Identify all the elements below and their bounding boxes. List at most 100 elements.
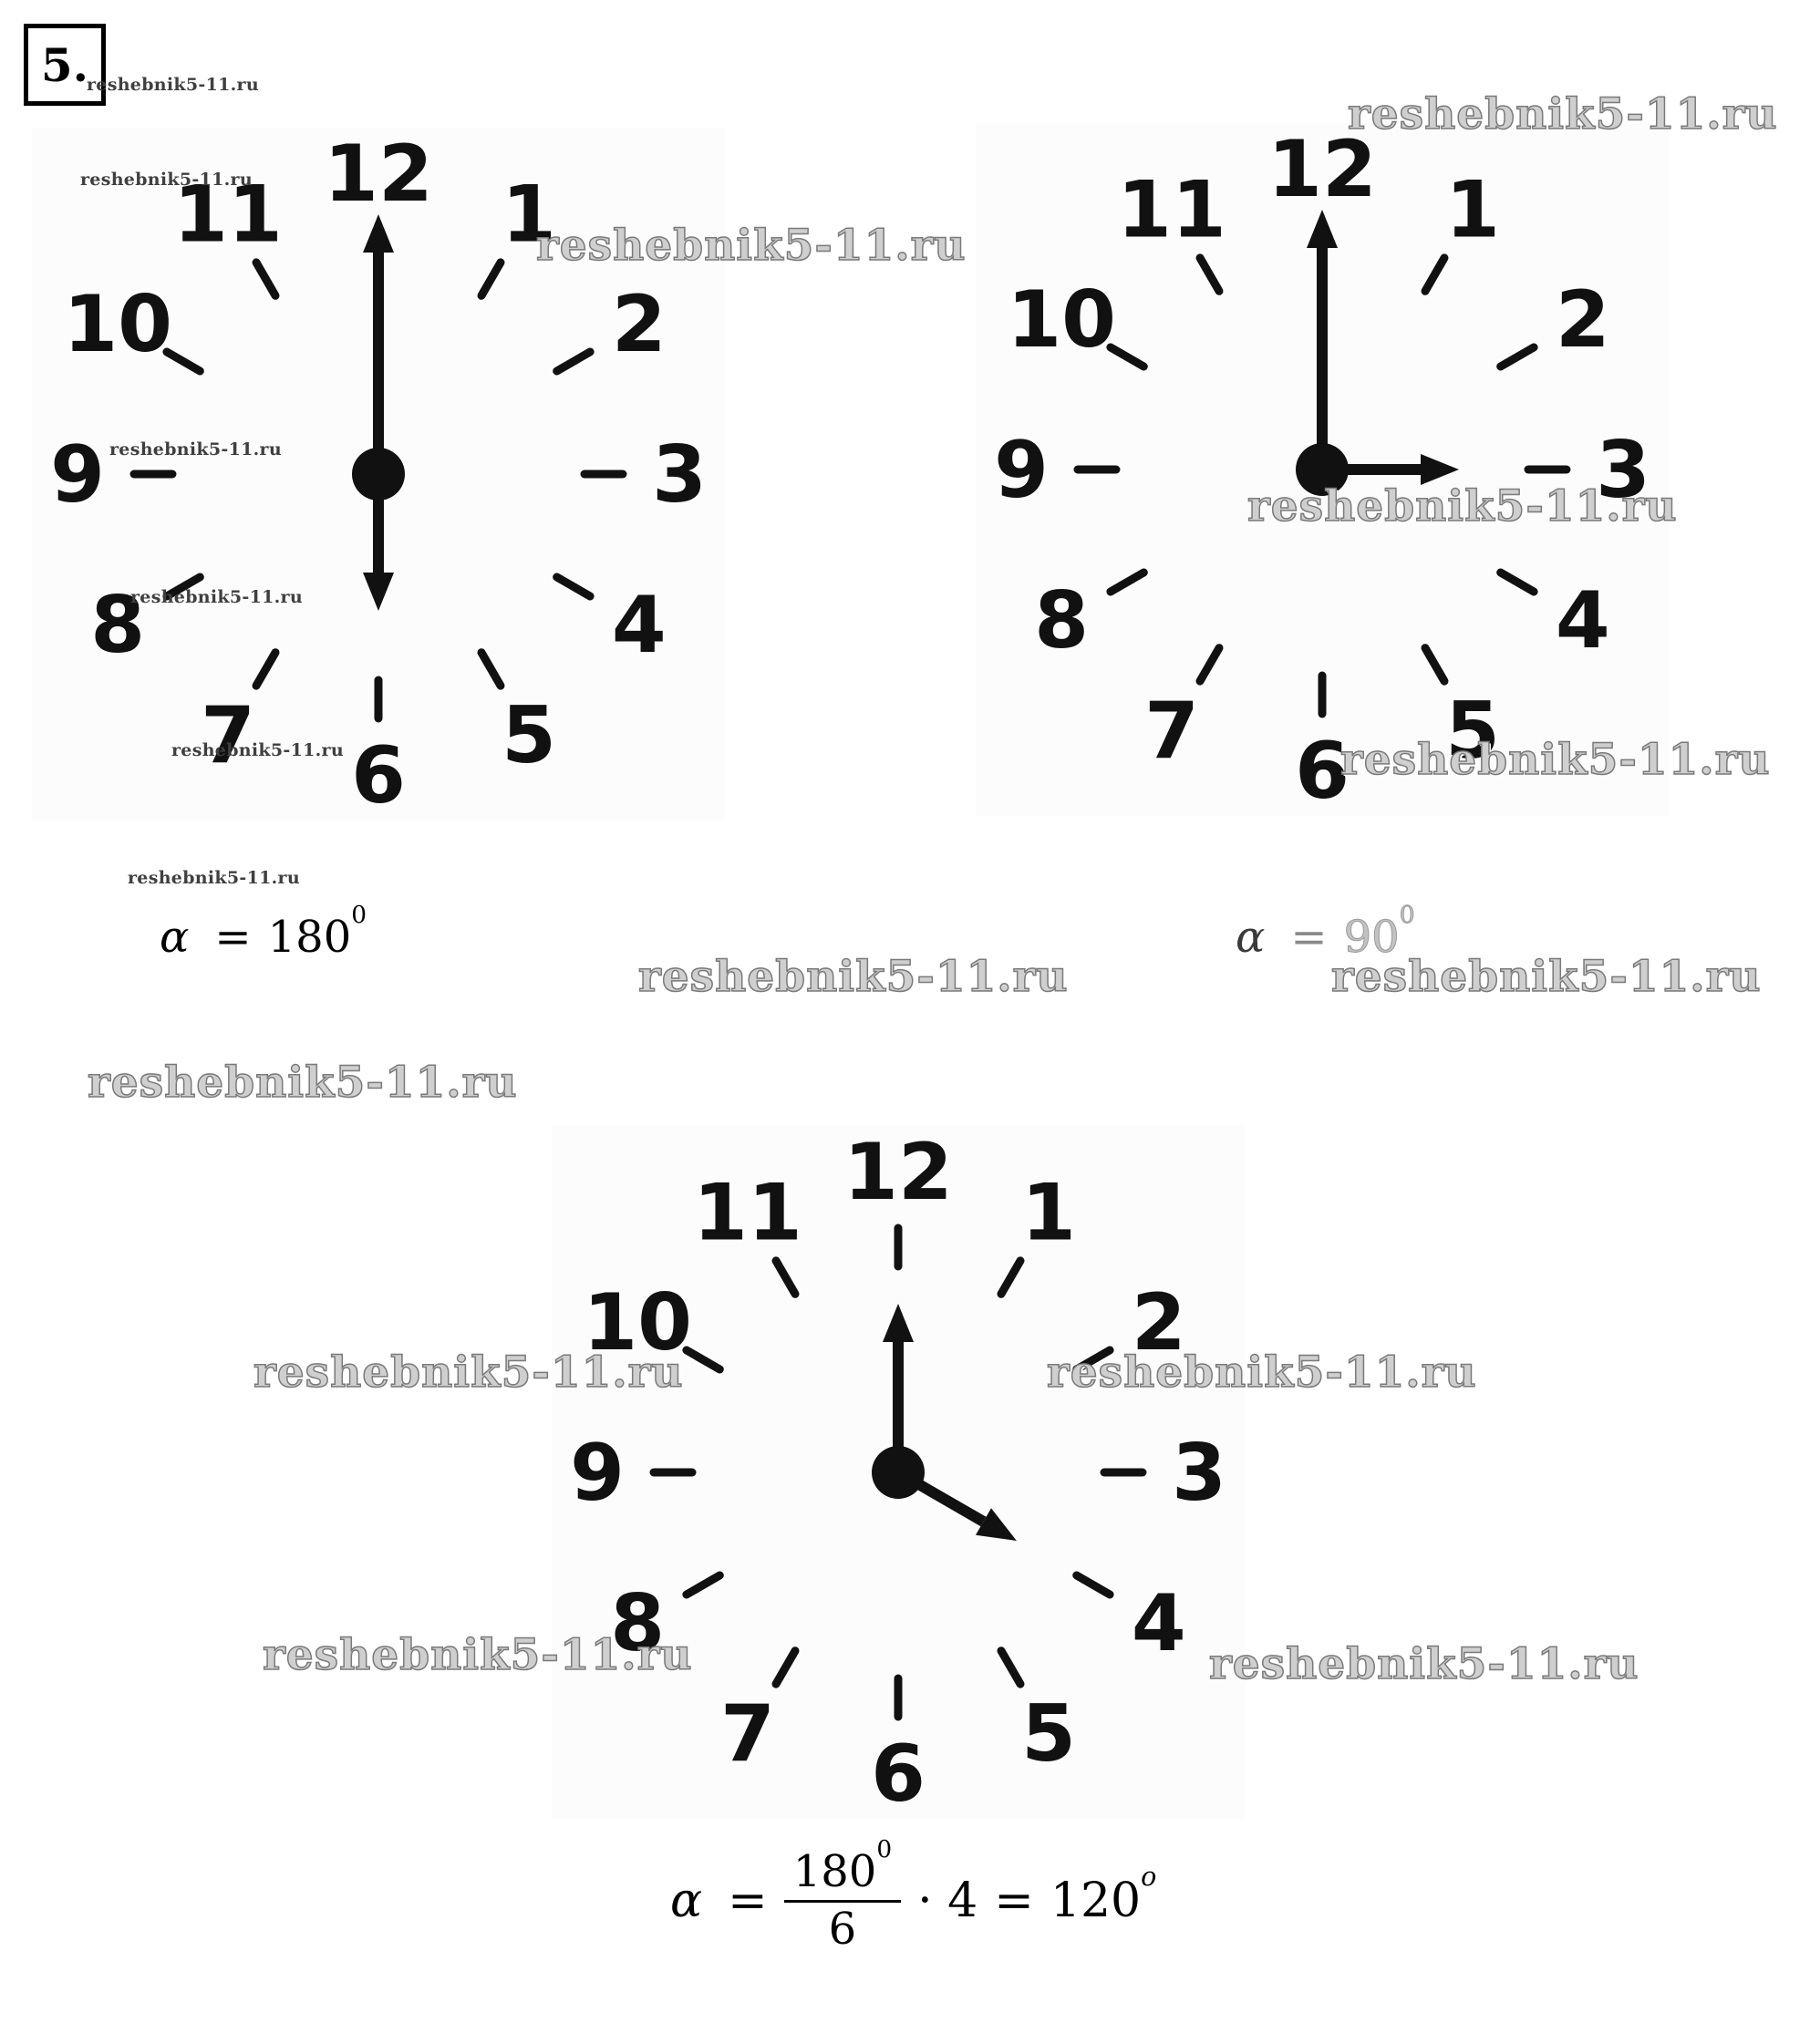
clock-numeral-7: 7	[1144, 686, 1199, 777]
clock-tick	[252, 258, 280, 300]
watermark: reshebnik5-11.ru	[637, 951, 1069, 1003]
formula-answer-120: α = 1800 6 · 4 = 120o	[670, 1837, 1157, 1956]
clock-numeral-12: 12	[1267, 124, 1377, 215]
multiplication-term: · 4	[917, 1873, 978, 1928]
watermark: reshebnik5-11.ru	[128, 868, 300, 888]
clock-tick	[1072, 1346, 1114, 1374]
clock-numeral-12: 12	[324, 129, 433, 220]
clock-tick	[997, 1256, 1025, 1298]
clock-tick	[1195, 253, 1224, 295]
clock-center-dot	[1296, 443, 1349, 496]
clock-tick	[1496, 343, 1538, 371]
clock-numeral-1: 1	[1445, 164, 1500, 255]
fraction-denominator: 6	[828, 1904, 857, 1956]
clock-tick	[1106, 568, 1148, 596]
result-value: 120o	[1050, 1860, 1157, 1928]
clock-numeral-2: 2	[1556, 274, 1610, 366]
watermark: reshebnik5-11.ru	[1208, 1638, 1639, 1690]
clock-tick	[997, 1647, 1025, 1688]
clock-tick	[771, 1647, 800, 1688]
clock-numeral-2: 2	[612, 279, 667, 370]
superscript: 0	[1399, 901, 1415, 930]
clock-numeral-5: 5	[1021, 1688, 1076, 1780]
clock-numeral-8: 8	[1034, 575, 1089, 666]
hour-hand-arrowhead	[976, 1508, 1017, 1541]
clock-numeral-1: 1	[502, 169, 556, 260]
minute-hand-arrowhead	[1307, 210, 1338, 248]
clock-numeral-11: 11	[693, 1167, 802, 1258]
clock-center-dot	[352, 448, 405, 501]
minute-hand-arrowhead	[363, 214, 394, 253]
superscript: o	[1141, 1860, 1157, 1892]
clock-tick	[1106, 343, 1148, 371]
fraction: 1800 6	[783, 1837, 902, 1956]
clock-numeral-4: 4	[1132, 1578, 1186, 1669]
clock-tick	[252, 648, 280, 690]
minute-hand-arrowhead	[883, 1304, 914, 1342]
problem-number: 5.	[40, 37, 89, 92]
clock-tick	[1421, 644, 1449, 686]
equals-sign: =	[994, 1873, 1034, 1928]
clock-numeral-8: 8	[610, 1578, 665, 1669]
clock-tick	[1195, 644, 1224, 686]
alpha-symbol: α	[670, 1873, 703, 1928]
problem-number-box: 5.	[24, 24, 106, 106]
clock-numeral-10: 10	[583, 1277, 692, 1368]
alpha-symbol: α	[160, 912, 190, 963]
hour-hand-arrowhead	[363, 573, 394, 611]
clock-tick	[477, 648, 505, 690]
alpha-symbol: α	[1236, 912, 1266, 963]
superscript: 0	[351, 901, 367, 930]
equals-sign: =	[1290, 912, 1328, 963]
clock-tick	[682, 1346, 724, 1374]
clock-tick	[682, 1571, 724, 1599]
clock-numeral-3: 3	[652, 429, 707, 521]
superscript: 0	[876, 1835, 893, 1864]
clock-numeral-1: 1	[1021, 1167, 1076, 1258]
equals-sign: =	[214, 912, 252, 963]
clock-numeral-6: 6	[871, 1729, 926, 1819]
clock-numeral-6: 6	[351, 730, 406, 821]
clock-numeral-8: 8	[90, 580, 145, 671]
clock-numeral-3: 3	[1596, 425, 1650, 516]
clock-numeral-11: 11	[1117, 164, 1226, 255]
clock-numeral-5: 5	[502, 690, 556, 781]
clock-tick	[1496, 568, 1538, 596]
formula-alpha-180: α = 1800	[160, 901, 367, 963]
angle-value: 900	[1343, 901, 1415, 964]
clock-numeral-12: 12	[843, 1127, 953, 1218]
clock-numeral-4: 4	[1556, 575, 1610, 666]
clock-tick	[477, 258, 505, 300]
clock-center-dot	[872, 1446, 925, 1499]
clock-numeral-4: 4	[612, 580, 667, 671]
clock-tick	[553, 347, 595, 376]
clock-numeral-9: 9	[994, 425, 1049, 516]
clock-numeral-6: 6	[1295, 726, 1350, 816]
clock-numeral-7: 7	[201, 690, 255, 781]
angle-value: 1800	[267, 901, 367, 963]
watermark: reshebnik5-11.ru	[87, 1057, 518, 1109]
clock-tick	[771, 1256, 800, 1298]
clock-numeral-5: 5	[1445, 686, 1500, 777]
clock-numeral-2: 2	[1132, 1277, 1186, 1368]
clock-numeral-9: 9	[570, 1428, 625, 1519]
clock-tick	[162, 573, 204, 601]
clock-numeral-7: 7	[720, 1688, 775, 1780]
clock-numeral-9: 9	[50, 429, 105, 521]
fraction-numerator: 1800	[783, 1837, 902, 1904]
hour-hand-arrowhead	[1421, 454, 1459, 485]
clock-numeral-10: 10	[63, 279, 172, 370]
clock-tick	[162, 347, 204, 376]
clock-numeral-11: 11	[173, 169, 283, 260]
clock-numeral-3: 3	[1172, 1428, 1226, 1519]
watermark: reshebnik5-11.ru	[87, 75, 259, 95]
equals-sign: =	[728, 1873, 768, 1928]
clock-tick	[1072, 1571, 1114, 1599]
clock-numeral-10: 10	[1007, 274, 1116, 366]
formula-alpha-90: α = 900	[1236, 901, 1415, 964]
clock-tick	[553, 573, 595, 601]
